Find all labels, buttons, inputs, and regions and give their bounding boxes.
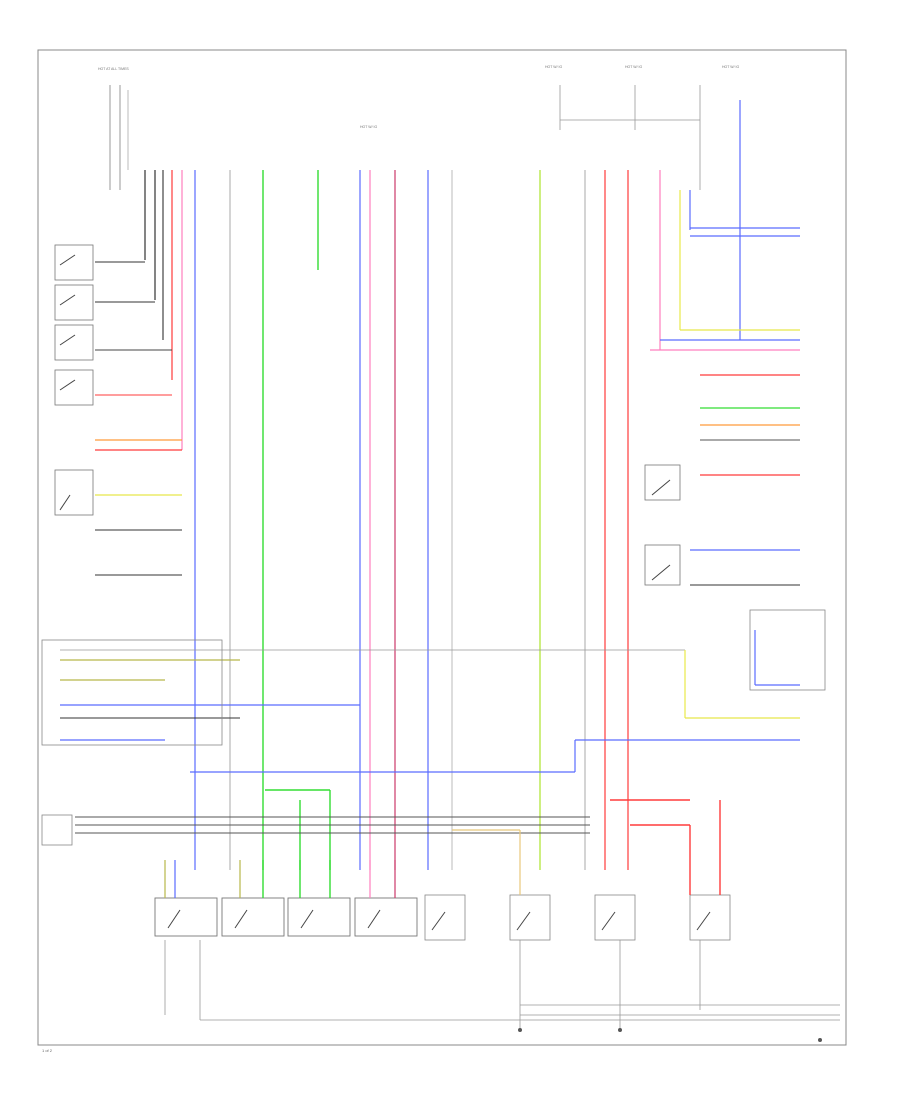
- right-bus-wires: [650, 227, 800, 586]
- fuse-block-left: HOT AT ALL TIMES: [98, 67, 129, 190]
- ground-bus: [164, 940, 840, 1042]
- middle-interconnects: [60, 649, 800, 870]
- bottom-right-switches: [424, 799, 731, 941]
- top-center-label: HOT W/ IG: [360, 125, 378, 129]
- fuse-label-2: HOT W/ IG: [545, 65, 563, 69]
- fuse-label-3: HOT W/ IG: [625, 65, 643, 69]
- right-wires: [539, 100, 741, 870]
- fuse-label-1: HOT AT ALL TIMES: [98, 67, 129, 71]
- fuse-label-4: HOT W/ IG: [722, 65, 740, 69]
- fuse-blocks-right: HOT W/ IG HOT W/ IG HOT W/ IG: [545, 65, 740, 190]
- right-switches: [644, 464, 826, 691]
- diagram-frame: [37, 49, 847, 1046]
- page-number: 1 of 2: [42, 1048, 53, 1053]
- door-switch-wires: [54, 439, 182, 576]
- door-lock-switch-group: [54, 244, 172, 406]
- left-connector-wires: [144, 170, 264, 870]
- body-ecu-left: [41, 639, 590, 846]
- door-lock-motors: [154, 860, 418, 937]
- center-wires: HOT W/ IG: [317, 125, 453, 870]
